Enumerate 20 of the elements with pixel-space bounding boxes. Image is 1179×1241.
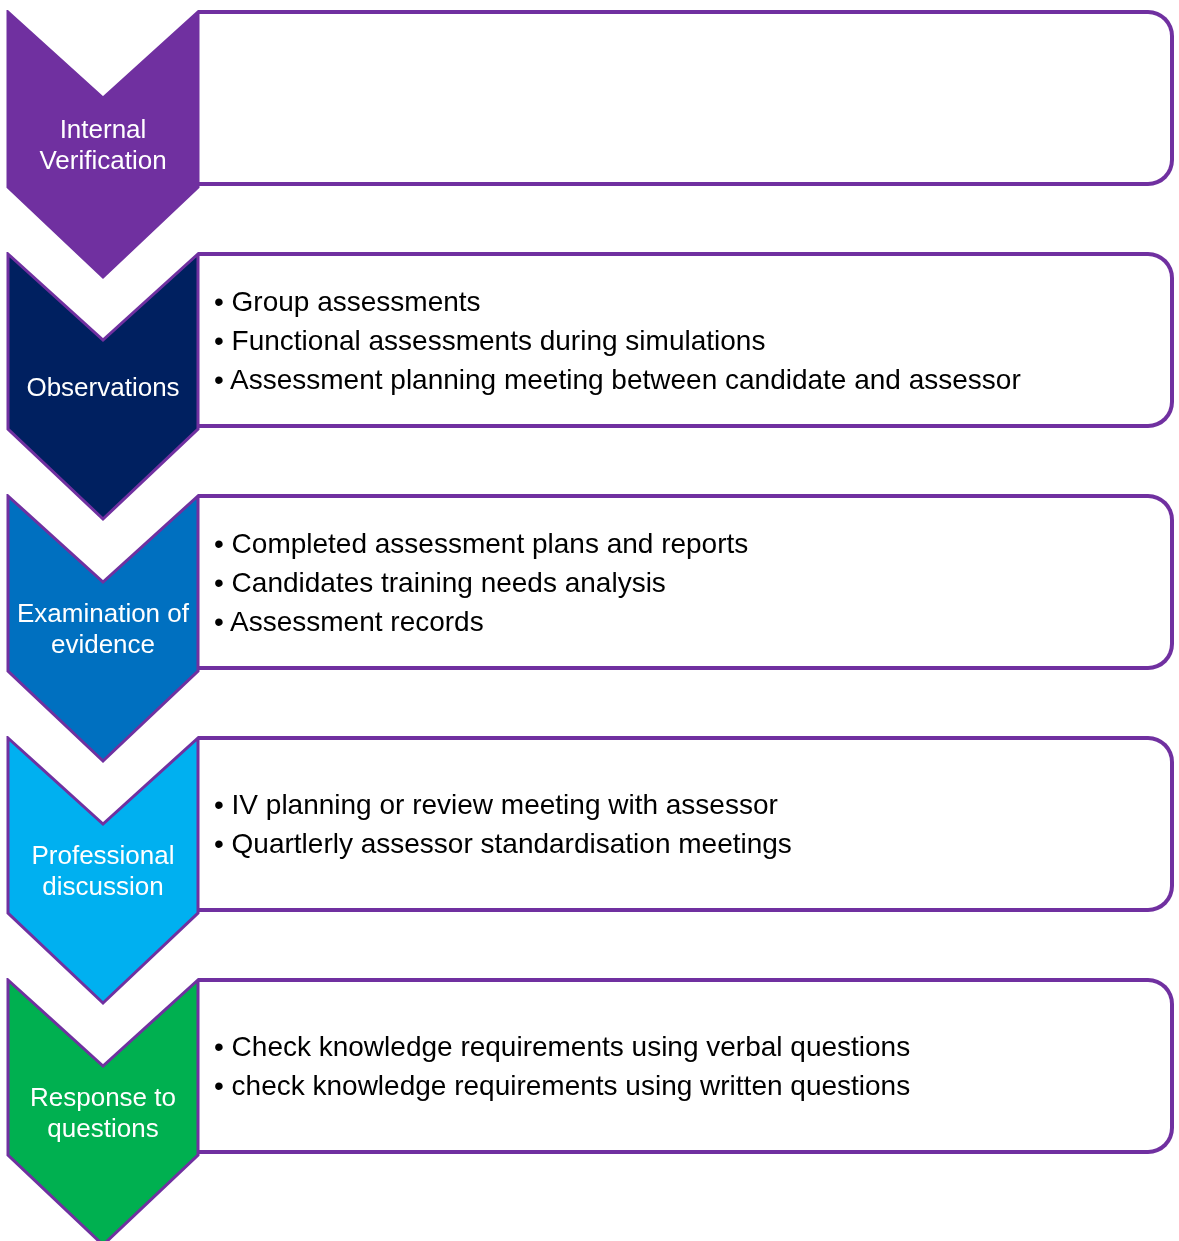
content-box: [198, 252, 1174, 428]
bullet-item: • Candidates training needs analysis: [214, 565, 667, 600]
bullet-item: • IV planning or review meeting with assessor: [214, 788, 779, 822]
bullet-item: • Quartlerly assessor standardisation meetings: [214, 827, 792, 861]
bullet-item: • Completed assessment plans and reports: [214, 526, 749, 561]
step-label: Professional discussion: [30, 840, 176, 902]
content-box: [198, 10, 1174, 186]
step-label: Observations: [25, 371, 181, 403]
bullet-item: • Functional assessments during simulations: [214, 323, 767, 358]
step-label: Examination of evidence: [16, 598, 190, 660]
content-box: [198, 494, 1174, 670]
bullet-item: • check knowledge requirements using written questions: [214, 1069, 911, 1103]
step-label: Response to questions: [29, 1082, 177, 1144]
bullet-item: • Group assessments: [214, 284, 482, 319]
bullet-item: • Assessment planning meeting between candidate and assessor: [214, 362, 1021, 397]
content-box: [198, 978, 1174, 1154]
step-label: Internal Verification: [38, 114, 168, 176]
bullet-item: • Assessment records: [214, 604, 485, 639]
content-box: [198, 736, 1174, 912]
bullet-item: • Check knowledge requirements using verbal questions: [214, 1030, 911, 1064]
